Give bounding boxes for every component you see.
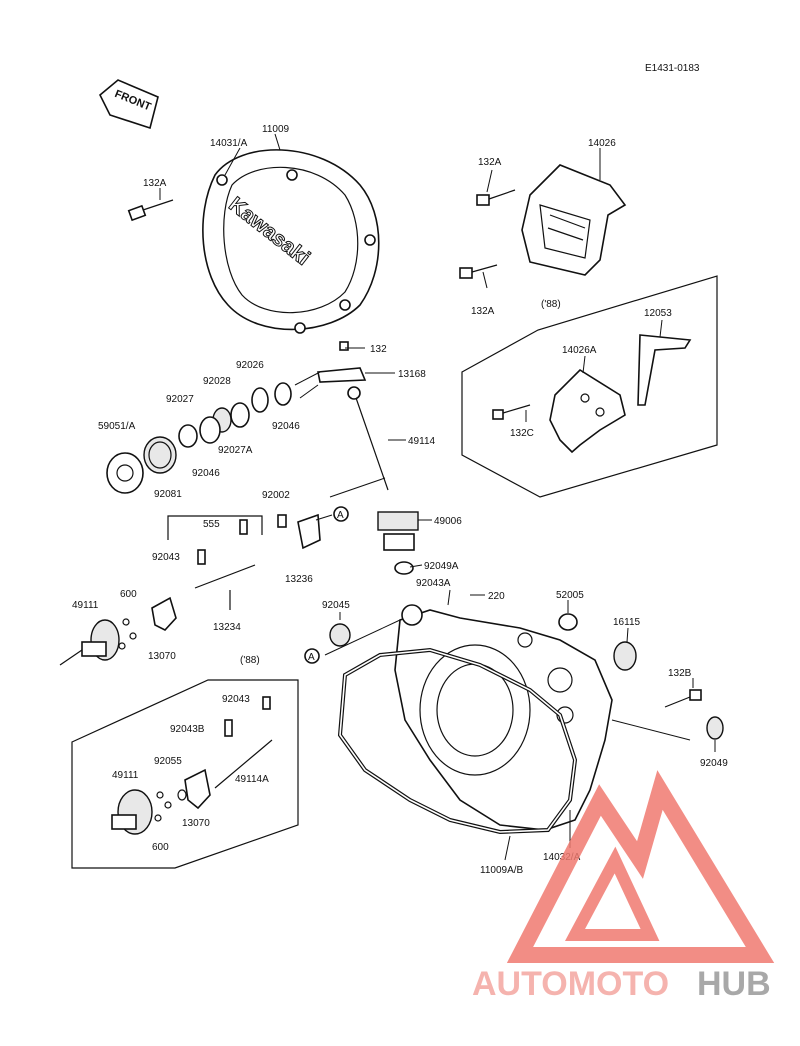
label-11009ab: 11009A/B [480,865,524,876]
label-14031a: 14031/A [210,138,248,149]
label-49006: 49006 [434,516,462,527]
label-600-bottom: 600 [152,842,169,853]
bolt-92002-icon [277,514,287,528]
label-49111-bottom: 49111 [112,770,139,781]
label-14026a: 14026A [562,345,597,356]
seal-92049 [706,716,724,740]
label-52005: 52005 [556,590,584,601]
kick-gear-49111-bottom [111,789,172,835]
variant-note-left: ('88) [240,655,260,666]
label-92043b: 92043B [170,724,205,735]
automotohub-watermark: AUTOMOTO HUB [472,770,775,1003]
clutch-cover: Kawasaki [202,149,380,334]
ratchet-13070-top [151,596,177,631]
part-labels: 11009 14031/A 132A 132A 14026 132A 12053… [72,124,728,876]
variant-note-right: ('88) [541,299,561,310]
kick-gear-49111-top [59,618,137,666]
label-92046-a: 92046 [272,421,300,432]
label-13070-top: 13070 [148,651,176,662]
label-92043-a: 92043 [152,552,180,563]
marker-a-upper: A [333,506,349,522]
label-132c: 132C [510,428,534,439]
oil-filler-cap-16115 [613,641,637,671]
bolt-132a-right1-icon [476,189,516,206]
label-49114: 49114 [408,436,436,447]
plate-13236 [297,513,321,550]
ratchet-13070-bottom [177,768,211,810]
label-92026: 92026 [236,360,264,371]
label-92055: 92055 [154,756,182,767]
variant-box-88-right [461,275,718,498]
label-92045: 92045 [322,600,350,611]
oil-seal-92045 [329,623,351,647]
label-92028: 92028 [203,376,231,387]
label-16115: 16115 [613,617,641,628]
label-92043a-upper: 92043A [416,578,451,589]
variant-box-88-left [71,679,299,869]
marker-a-lower: A [304,648,320,664]
label-49111-top: 49111 [72,600,99,611]
sprocket-guard-14026a [549,368,626,454]
label-12053: 12053 [644,308,672,319]
label-59051a: 59051/A [98,421,136,432]
right-crankcase-cover [394,604,613,831]
watermark-part1: AUTOMOTO [472,965,669,1003]
bolt-132a-left-icon [127,199,174,222]
bolt-132c-icon [492,404,531,420]
label-92046-b: 92046 [192,468,220,479]
label-49114a: 49114A [235,774,269,785]
label-92081: 92081 [154,489,182,500]
label-132b: 132B [668,668,692,679]
label-555: 555 [203,519,220,530]
sprocket-cover [521,164,627,276]
watermark-part2: HUB [697,965,771,1003]
label-13236: 13236 [285,574,313,585]
shift-shaft-49114 [317,341,389,491]
label-92027: 92027 [166,394,194,405]
cap-52005 [558,613,578,631]
bolt-132a-right2-icon [459,264,498,279]
bolt-132b-icon [664,689,702,708]
shift-drum-49006 [377,511,419,575]
label-13234: 13234 [213,622,241,633]
label-92049a: 92049A [424,561,459,572]
label-600-top: 600 [120,589,137,600]
leader-lines [159,133,716,861]
front-arrow-icon: FRONT [99,79,159,130]
label-92043-b: 92043 [222,694,250,705]
svg-text:A: A [308,652,315,663]
label-92002: 92002 [262,490,290,501]
kick-shaft-49114a [214,696,273,789]
label-13168: 13168 [398,369,426,380]
clutch-spring-stack [106,382,292,494]
label-11009: 11009 [262,124,290,135]
label-13070-bottom: 13070 [182,818,210,829]
kick-shaft-13234 [167,515,263,610]
label-132a-right2: 132A [471,306,495,317]
label-132a-right1: 132A [478,157,502,168]
label-132a-left: 132A [143,178,167,189]
label-92027a: 92027A [218,445,253,456]
svg-text:A: A [337,510,344,521]
diagram-code: E1431-0183 [645,63,700,74]
label-92049: 92049 [700,758,728,769]
label-220: 220 [488,591,505,602]
label-132: 132 [370,344,387,355]
bracket-12053 [637,334,692,406]
label-14026: 14026 [588,138,616,149]
